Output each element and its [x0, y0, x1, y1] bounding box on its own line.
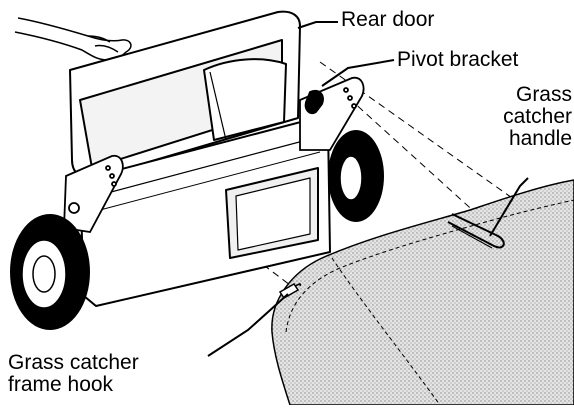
label-rear-door: Rear door: [341, 8, 435, 31]
label-frame-hook: Grass catcher frame hook: [8, 351, 139, 396]
label-catcher-handle: Grass catcher handle: [503, 83, 572, 150]
left-wheel-graphic: [10, 214, 90, 330]
leader-lines: [207, 21, 529, 357]
left-bracket-graphic: [63, 154, 124, 233]
pivot-bracket-graphic: [299, 76, 365, 151]
hand-graphic: [14, 17, 132, 61]
right-wheel-graphic: [328, 130, 384, 222]
mower-body-graphic: [79, 117, 331, 307]
catcher-handle-graphic: [447, 213, 505, 249]
label-pivot-bracket: Pivot bracket: [397, 48, 519, 71]
rear-door-graphic: [69, 10, 301, 180]
frame-hook-graphic: [278, 283, 300, 299]
